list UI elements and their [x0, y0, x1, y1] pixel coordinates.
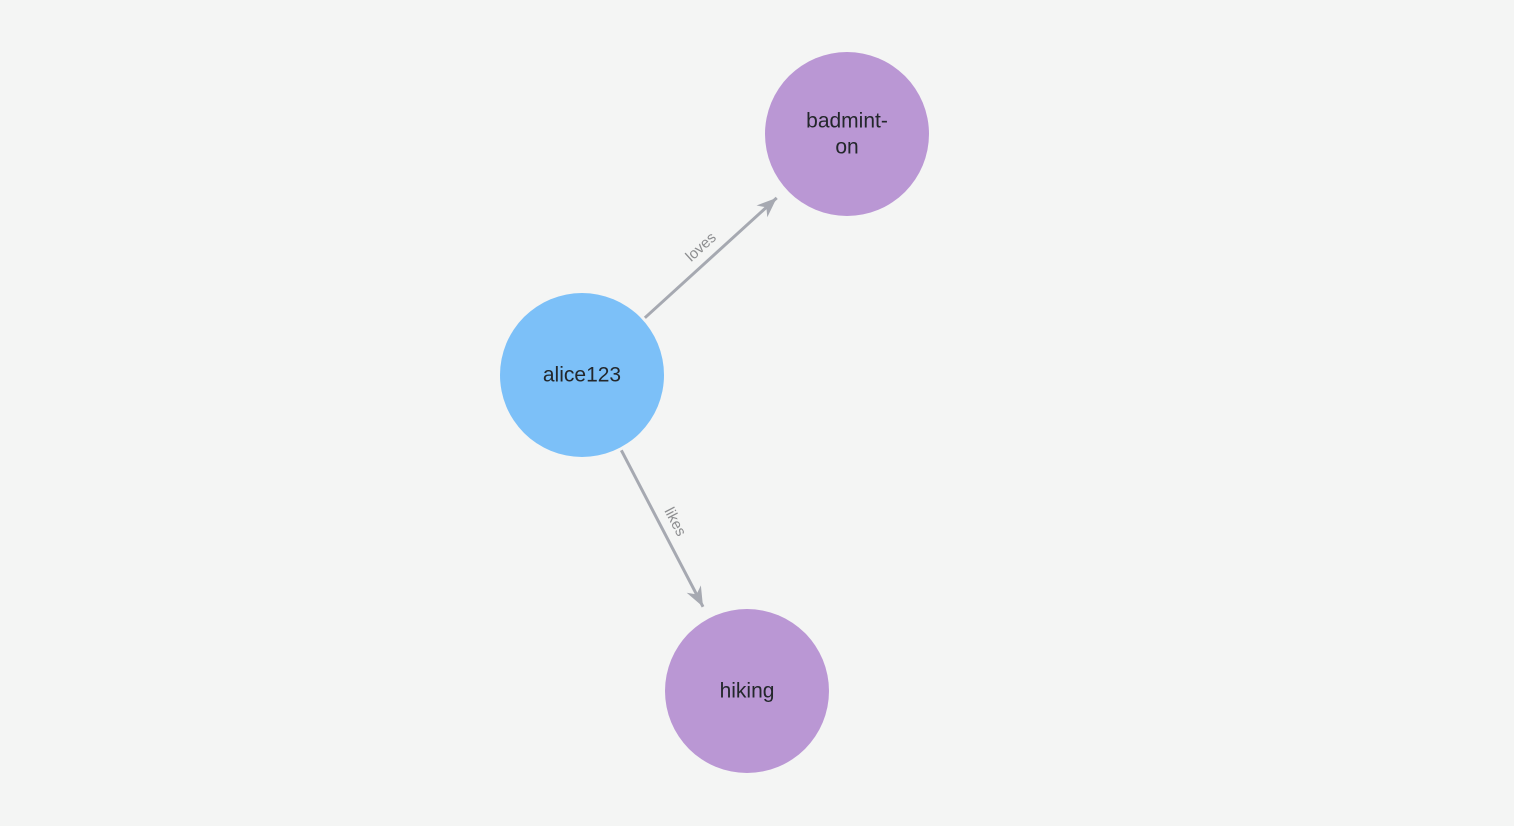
node-hiking[interactable]: hiking	[665, 609, 829, 773]
node-badminton[interactable]: badmint-on	[765, 52, 929, 216]
relationship-type-label: loves	[682, 229, 719, 265]
node-circle[interactable]	[765, 52, 929, 216]
relationship-line[interactable]	[620, 449, 705, 608]
node-circle[interactable]	[500, 293, 664, 457]
node-circle[interactable]	[665, 609, 829, 773]
node-alice123[interactable]: alice123	[500, 293, 664, 457]
relationship-likes[interactable]: likes	[620, 449, 705, 608]
relationship-loves[interactable]: loves	[643, 196, 778, 319]
relationship-line[interactable]	[643, 196, 778, 319]
